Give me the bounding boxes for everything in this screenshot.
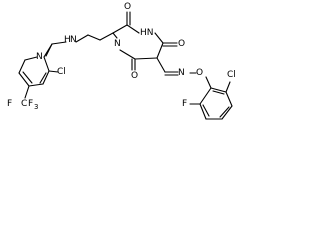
bond (225, 91, 233, 107)
bond (126, 24, 140, 34)
bond (39, 72, 47, 84)
atom-labels: O HN O N O H N N Cl F C F 3 N O Cl F (7, 2, 236, 111)
bond (210, 87, 227, 93)
bond (112, 32, 118, 39)
atom-label-oxygen: O (131, 71, 138, 81)
atom-label-oxygen: O (196, 68, 203, 78)
bond (18, 59, 26, 74)
bond (156, 57, 166, 73)
atom-label-nitrogen: N (114, 39, 121, 49)
bond (199, 103, 207, 120)
bond (75, 34, 89, 43)
bond (205, 76, 212, 89)
pyridine-ring (18, 41, 67, 99)
bond (43, 56, 50, 72)
bond (199, 87, 212, 105)
bond (22, 71, 33, 84)
bond (221, 105, 233, 120)
pyrimidine-trione-ring (112, 11, 178, 71)
atom-label-oxygen: O (178, 39, 185, 49)
bond (219, 106, 230, 118)
chemical-structure-diagram: O HN O N O H N N Cl F C F 3 N O Cl F (7, 2, 236, 120)
atom-label-nitrogen: N (70, 35, 77, 45)
atom-label-fluorine: F (28, 99, 33, 109)
atom-label-carbon: C (21, 99, 27, 109)
bond (99, 32, 114, 41)
atom-label-hydrogen: H (64, 35, 71, 45)
atom-label-oxygen: O (124, 2, 131, 12)
bond (18, 72, 30, 87)
bond (45, 43, 53, 57)
atom-label-nh: HN (140, 28, 154, 38)
bond (24, 56, 38, 61)
atom-label-fluorine: F (182, 99, 187, 109)
bond (48, 70, 59, 73)
bond (112, 24, 128, 34)
phenyl-ring (189, 81, 233, 120)
bond (202, 104, 210, 117)
bond (134, 57, 158, 60)
bond (212, 90, 225, 95)
atom-label-chlorine: Cl (57, 67, 66, 77)
molecule-canvas: O HN O N O H N N Cl F C F 3 N O Cl F (0, 0, 246, 149)
bond (28, 83, 44, 87)
atom-label-subscript: 3 (34, 103, 38, 111)
ethyl-linker (75, 32, 114, 43)
atom-label-nitrogen: N (178, 68, 185, 78)
atom-label-nitrogen: N (36, 52, 43, 62)
atom-label-chlorine: Cl (227, 70, 236, 80)
atom-label-fluorine: F (7, 99, 12, 109)
bond (225, 81, 231, 93)
bond (119, 49, 136, 60)
bond (51, 41, 67, 45)
oxime-chain (156, 57, 212, 89)
bond (154, 32, 164, 44)
bond (156, 42, 164, 59)
bond (87, 34, 101, 41)
bond (24, 85, 30, 99)
bond (42, 70, 50, 85)
